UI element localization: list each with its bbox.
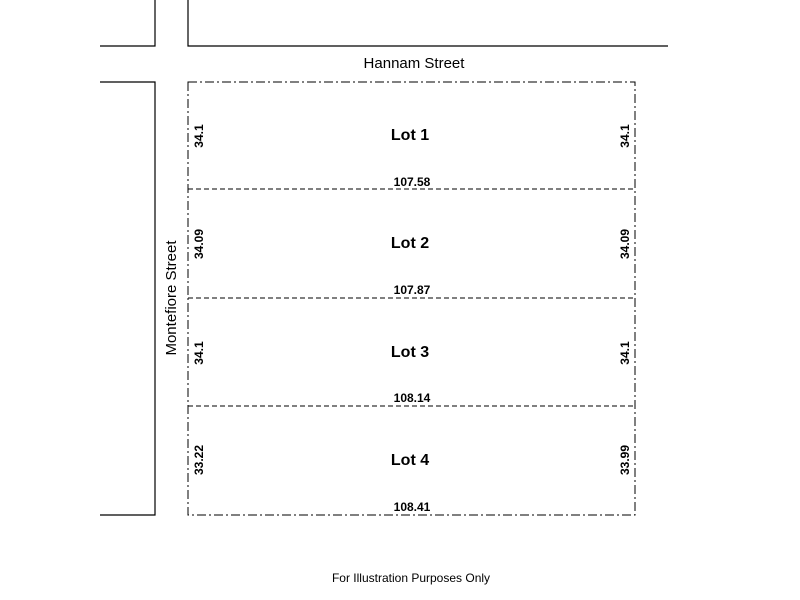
- street-edge-southwest: [100, 81, 156, 516]
- lot-west-dimension: 34.1: [192, 341, 206, 365]
- lot-label: Lot 3: [391, 344, 429, 361]
- lot-east-dimension: 33.99: [618, 445, 632, 475]
- street-name-hannam: Hannam Street: [364, 55, 466, 72]
- lot-1: Lot 1 34.1 34.1 107.58: [192, 124, 632, 189]
- lot-west-dimension: 34.1: [192, 124, 206, 148]
- lot-west-dimension: 33.22: [192, 445, 206, 475]
- street-edges: [100, 0, 668, 516]
- lot-2: Lot 2 34.09 34.09 107.87: [192, 229, 632, 297]
- lot-west-dimension: 34.09: [192, 229, 206, 259]
- lot-frontage-dimension: 107.58: [394, 175, 431, 189]
- lot-3: Lot 3 34.1 34.1 108.14: [192, 341, 632, 405]
- street-edge-northeast: [187, 0, 668, 47]
- street-edge-northwest: [100, 0, 156, 47]
- street-name-montefiore: Montefiore Street: [163, 240, 180, 356]
- property-boundary: [187, 81, 636, 516]
- lot-frontage-dimension: 108.14: [394, 391, 431, 405]
- lot-label: Lot 1: [391, 127, 429, 144]
- lot-4: Lot 4 33.22 33.99 108.41: [192, 445, 632, 514]
- disclaimer-note: For Illustration Purposes Only: [332, 571, 490, 585]
- lot-dividers: [188, 188, 635, 407]
- lot-east-dimension: 34.1: [618, 341, 632, 365]
- lot-frontage-dimension: 108.41: [394, 500, 431, 514]
- lot-label: Lot 2: [391, 235, 429, 252]
- lot-label: Lot 4: [391, 452, 429, 469]
- lot-frontage-dimension: 107.87: [394, 283, 431, 297]
- lot-east-dimension: 34.1: [618, 124, 632, 148]
- lot-east-dimension: 34.09: [618, 229, 632, 259]
